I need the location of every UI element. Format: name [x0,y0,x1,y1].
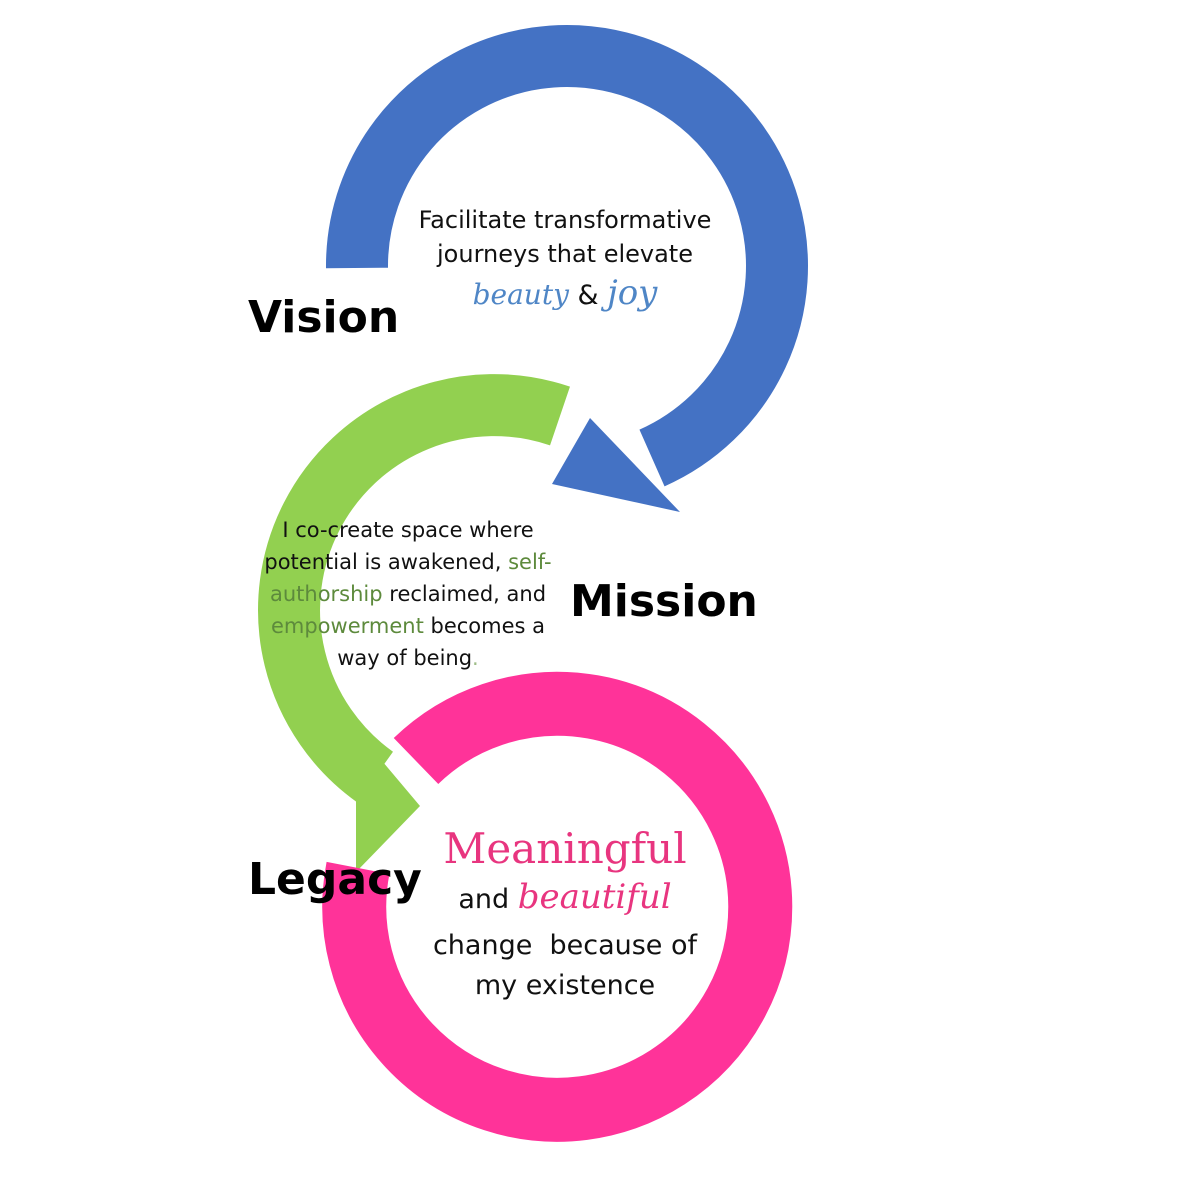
mission-label: Mission [570,576,758,627]
mission-period: . [472,646,479,670]
legacy-line-4: my existence [474,970,656,1001]
legacy-and: and [458,884,510,915]
mission-line-2-text: potential is awakened, [264,550,502,574]
mission-line-5-text: way of being [337,646,473,670]
vision-line-2: journeys that elevate [437,240,693,268]
mission-highlight-self: self- [508,550,552,574]
mission-line-4: empowerment becomes a [238,610,578,642]
vision-line-3: beauty & joy [395,271,735,318]
vision-ampersand: & [577,280,599,311]
mission-highlight-empowerment: empowerment [270,614,424,638]
vision-statement: Facilitate transformative journeys that … [395,203,735,318]
vision-label: Vision [248,292,400,343]
mission-line-3-text: reclaimed, and [389,582,547,606]
legacy-line-2: and beautiful [400,874,730,923]
legacy-label: Legacy [248,854,422,905]
vision-arrow-arc [325,25,808,487]
vision-highlight-joy: joy [607,273,658,313]
mission-arrow-arc [258,374,570,803]
mission-arrow-head [356,730,420,872]
legacy-ring [322,671,793,1142]
mission-line-4-text: becomes a [430,614,546,638]
legacy-statement: Meaningful and beautiful change because … [400,824,730,1009]
mission-line-1: I co-create space where [282,518,534,542]
mission-line-3: authorship reclaimed, and [238,578,578,610]
vision-line-1: Facilitate transformative [418,206,712,234]
mission-statement: I co-create space where potential is awa… [238,514,578,674]
legacy-highlight-beautiful: beautiful [517,877,672,917]
vision-highlight-beauty: beauty [472,278,569,311]
vision-arrow-head [552,418,680,512]
mission-line-5: way of being. [238,642,578,674]
legacy-highlight-meaningful: Meaningful [443,824,687,873]
mission-highlight-authorship: authorship [269,582,383,606]
legacy-line-3: change because of [432,930,698,961]
mission-line-2: potential is awakened, self- [238,546,578,578]
